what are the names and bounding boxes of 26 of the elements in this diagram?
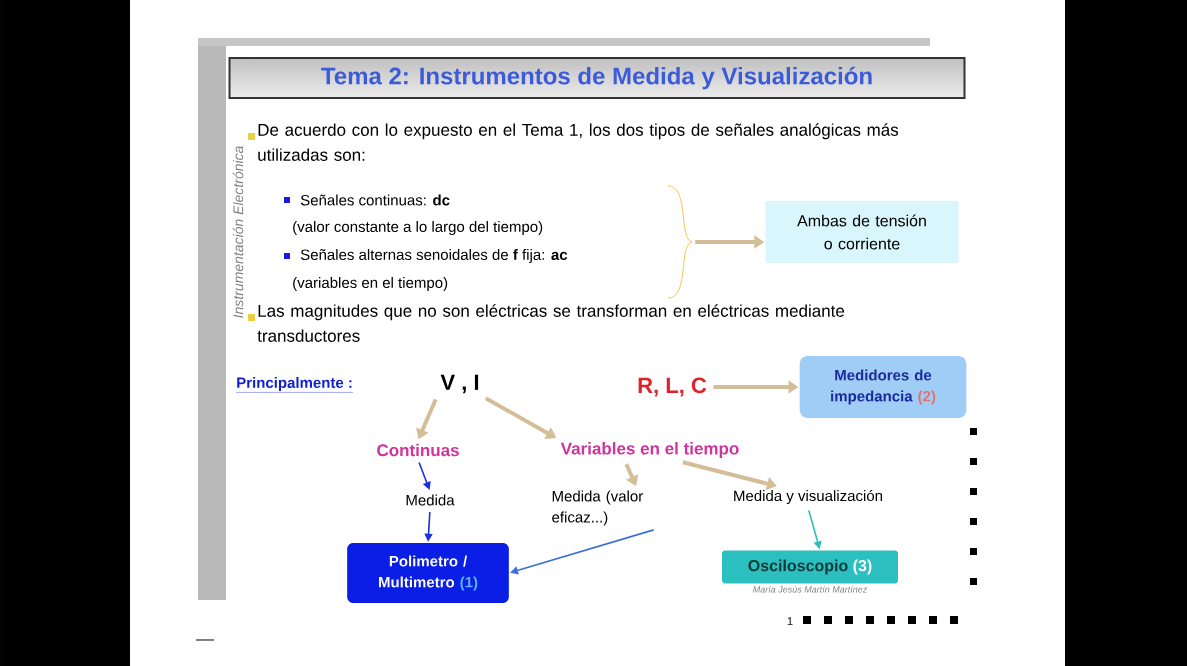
category-text: Variables en el tiempo (560, 442, 739, 458)
paragraph-text: De acuerdo con lo expuesto en el Tema 1, los dos tipos de señales analógicas más utilizadas son: (258, 123, 899, 161)
bullet-text: Señales continuas: dc (300, 194, 450, 206)
note-text: (valor constante a lo largo del tiempo) (293, 221, 543, 235)
page-number: 1 (787, 617, 793, 625)
process-box: Medidores de impedancia (2) (799, 356, 967, 418)
link-text: Principalmente : (236, 377, 354, 393)
curly-brace (667, 185, 693, 299)
paragraph-text: Las magnitudes que no son eléctricas se transforman en eléctricas mediante transductores (257, 304, 845, 342)
author-text: María Jesús Martín Martínez (753, 585, 868, 593)
step-text: Medida y visualización (734, 489, 883, 505)
bullet-text: Señales alternas senoidales de f fija: ac (300, 249, 568, 263)
component-text: R, L, C (638, 377, 707, 397)
arrow (624, 463, 639, 486)
note-text: (variables en el tiempo) (293, 277, 448, 291)
process-box: Polimetro / Multimetro (1) (347, 543, 509, 603)
arrow (510, 529, 655, 575)
sidebar-text: Instrumentación Electrónica (232, 146, 244, 318)
category-text: Continuas (377, 443, 459, 457)
title-banner: Tema 2: Instrumentos de Medida y Visualización (228, 57, 966, 99)
step-text: Medida (valor eficaz...) (552, 490, 643, 526)
step-text: Medida (406, 494, 455, 506)
quantity-text: V , I (440, 374, 479, 394)
info-box: Ambas de tensión o corriente (765, 201, 959, 263)
arrow (418, 461, 431, 490)
process-box: Osciloscopio (3) (722, 550, 898, 584)
